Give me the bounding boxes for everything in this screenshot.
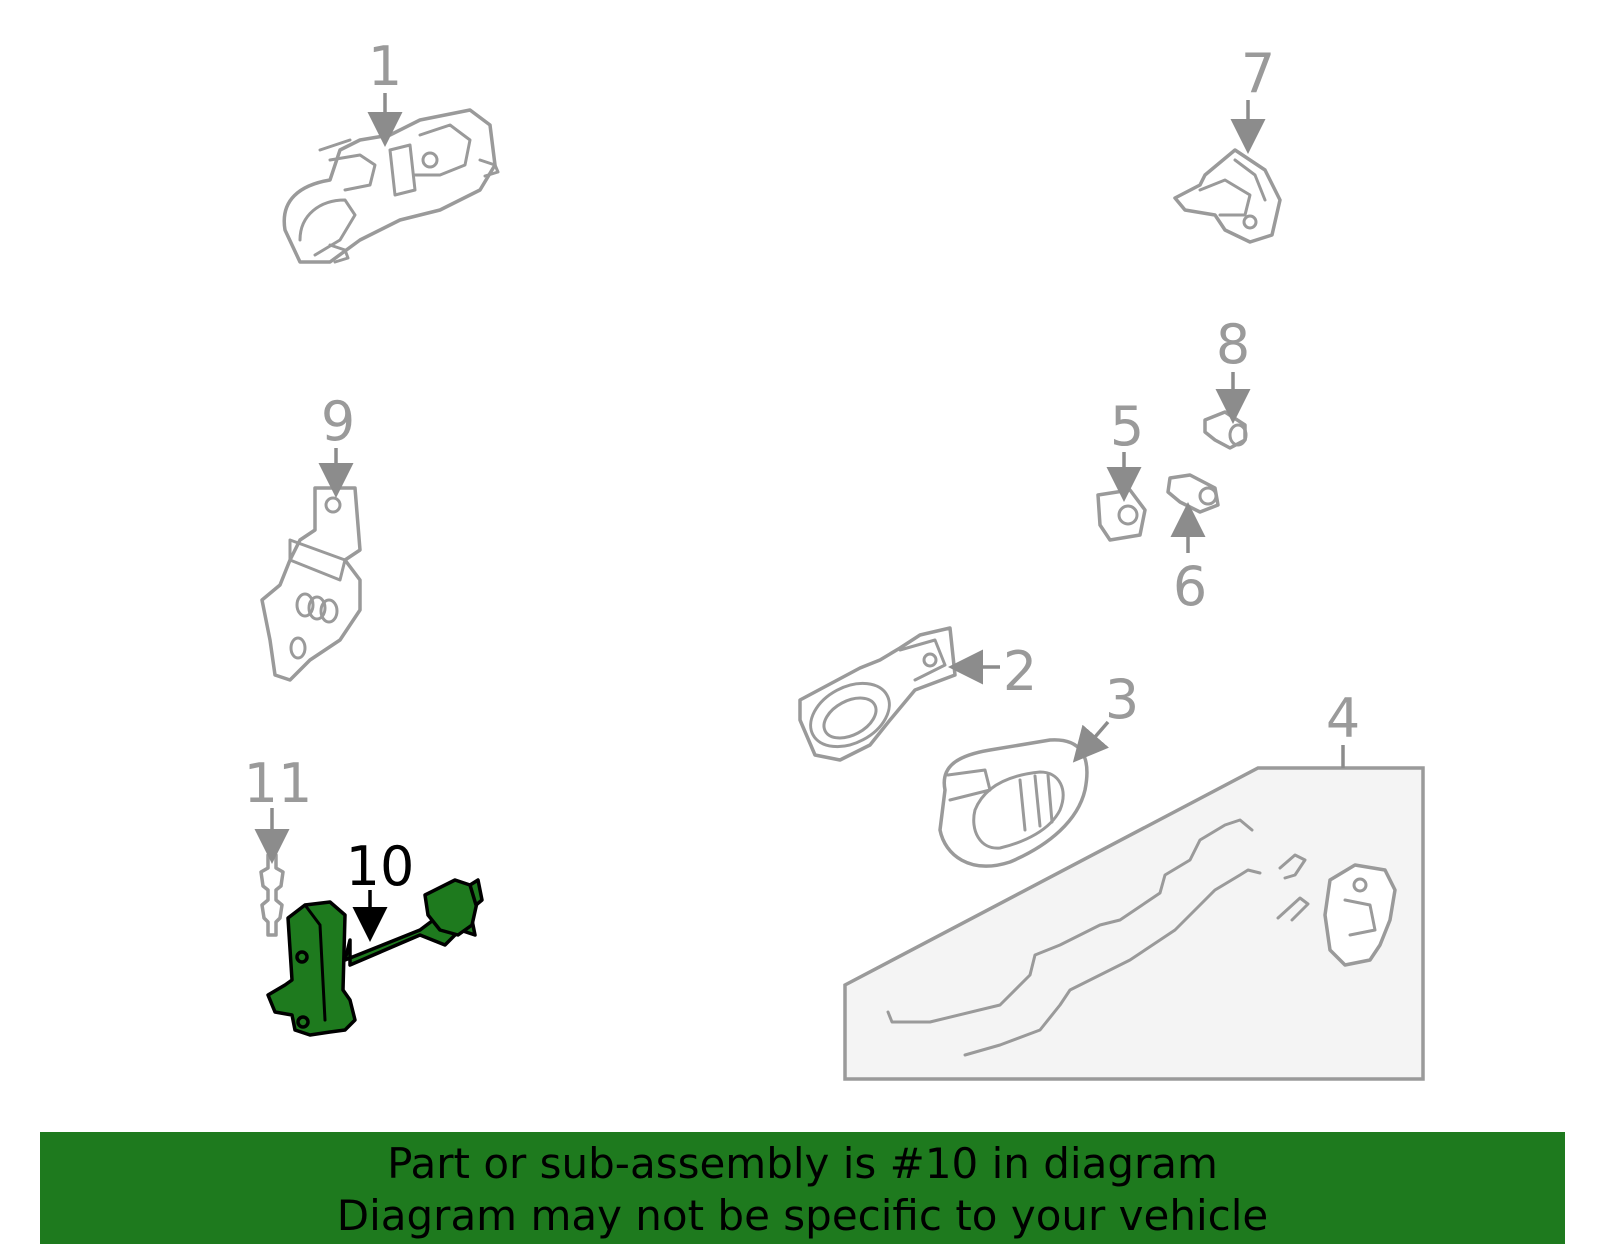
part-10-door-check[interactable] — [266, 878, 484, 1037]
callout-2: 2 — [1003, 640, 1037, 703]
callout-9: 9 — [321, 390, 355, 453]
part-2-handle[interactable] — [798, 626, 957, 762]
part-9-hinge[interactable] — [260, 486, 362, 682]
callout-1: 1 — [368, 35, 402, 98]
notice-banner: Part or sub-assembly is #10 in diagram D… — [40, 1132, 1565, 1244]
part-6-bushing[interactable] — [1166, 473, 1220, 514]
callout-8: 8 — [1216, 313, 1250, 376]
callout-10: 10 — [346, 835, 415, 898]
part-7-striker[interactable] — [1173, 148, 1282, 244]
callout-3: 3 — [1105, 668, 1139, 731]
banner-line-2: Diagram may not be specific to your vehi… — [336, 1191, 1269, 1240]
part-4-lock-assembly[interactable] — [843, 766, 1425, 1081]
part-5-clip[interactable] — [1096, 488, 1147, 542]
leader-3 — [1072, 720, 1110, 763]
part-3-bezel[interactable] — [938, 738, 1089, 868]
callout-7: 7 — [1241, 42, 1275, 105]
callout-11: 11 — [244, 752, 313, 815]
part-11-bolt[interactable] — [259, 853, 285, 937]
callout-6: 6 — [1173, 555, 1207, 618]
banner-line-1: Part or sub-assembly is #10 in diagram — [387, 1139, 1218, 1188]
part-8-bolt[interactable] — [1203, 410, 1248, 450]
callout-5: 5 — [1110, 395, 1144, 458]
part-1-outside-handle[interactable] — [282, 108, 500, 264]
callout-4: 4 — [1326, 687, 1360, 750]
